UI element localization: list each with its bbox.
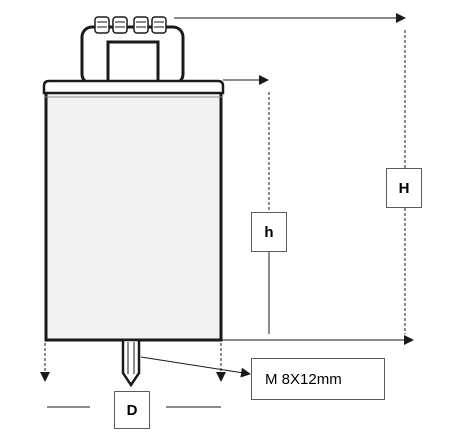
dimension-body-height — [223, 75, 270, 334]
diameter-label: D — [114, 391, 150, 429]
terminal-screw-2 — [112, 16, 128, 34]
body-height-label: h — [251, 212, 287, 252]
overall-height-label: H — [386, 168, 422, 208]
terminal-screw-1 — [94, 16, 110, 34]
terminal-screw-3 — [133, 16, 149, 34]
mounting-bolt — [121, 338, 141, 388]
capacitor-lid — [42, 79, 225, 95]
capacitor-body — [42, 79, 225, 342]
terminal-block — [80, 25, 185, 86]
bolt-leader-arrow — [140, 356, 251, 378]
dimension-overall-height — [174, 13, 406, 334]
terminal-screw-4 — [151, 16, 167, 34]
dimension-diameter — [40, 343, 226, 408]
terminal-screws — [94, 16, 167, 34]
bolt-spec-label: M 8X12mm — [251, 358, 385, 400]
